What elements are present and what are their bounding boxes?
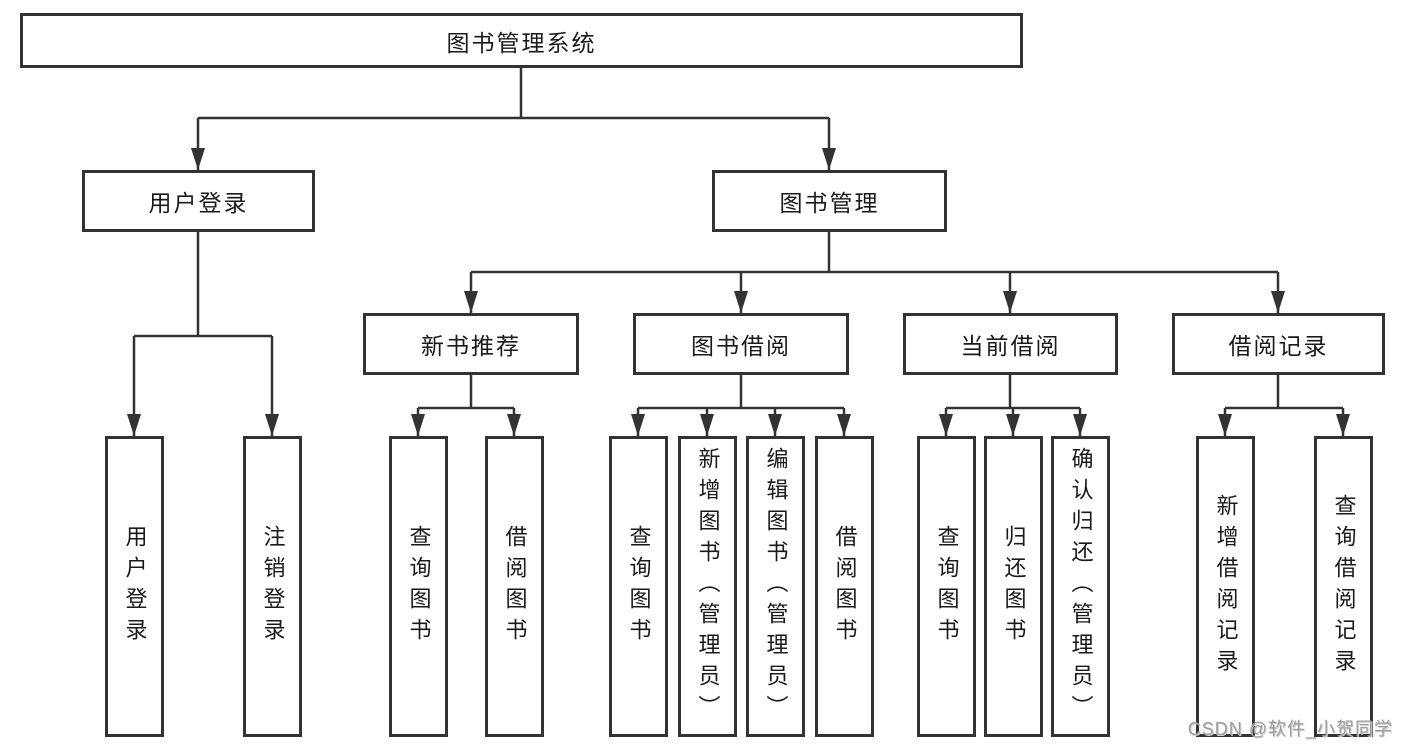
leaf-label: 借阅图书 (832, 524, 858, 649)
leaf-label: 新增图书（管理员） (695, 447, 721, 726)
leaf-label: 归还图书 (1001, 524, 1027, 649)
connector-borrow-to-leaves (636, 375, 846, 436)
leaf-label: 借阅图书 (502, 524, 528, 649)
leaf-label: 用户登录 (122, 524, 148, 649)
node-leaf-borrow-book: 借阅图书 (815, 436, 874, 737)
node-leaf-edit-book-admin: 编辑图书（管理员） (746, 436, 805, 737)
leaf-label: 查询借阅记录 (1331, 493, 1357, 680)
node-leaf-add-borrow-record: 新增借阅记录 (1196, 436, 1255, 737)
node-borrow-records: 借阅记录 (1172, 313, 1385, 375)
node-leaf-logout: 注销登录 (243, 436, 302, 737)
arrowhead-icons (127, 148, 1350, 436)
node-book-borrow: 图书借阅 (633, 313, 849, 375)
node-user-login: 用户登录 (82, 170, 315, 232)
node-system-root: 图书管理系统 (20, 13, 1023, 68)
node-leaf-add-book-admin: 新增图书（管理员） (678, 436, 737, 737)
node-book-management: 图书管理 (712, 170, 947, 232)
leaf-label: 查询图书 (626, 524, 652, 649)
connector-login-to-leaves (132, 232, 274, 436)
connector-bookmgmt-to-level3 (469, 232, 1280, 313)
node-leaf-query-book-recommend: 查询图书 (389, 436, 448, 737)
connector-root-to-level2 (196, 68, 831, 170)
leaf-label: 查询图书 (934, 524, 960, 649)
node-leaf-borrow-book-recommend: 借阅图书 (485, 436, 544, 737)
connector-recommend-to-leaves (416, 375, 516, 436)
node-leaf-query-book-current: 查询图书 (917, 436, 976, 737)
node-leaf-user-login: 用户登录 (105, 436, 164, 737)
leaf-label: 确认归还（管理员） (1068, 447, 1094, 726)
node-leaf-return-book: 归还图书 (984, 436, 1043, 737)
node-current-borrow: 当前借阅 (903, 313, 1118, 375)
leaf-label: 编辑图书（管理员） (763, 447, 789, 726)
connector-records-to-leaves (1223, 375, 1345, 436)
node-new-book-recommend: 新书推荐 (363, 313, 579, 375)
node-leaf-query-borrow-record: 查询借阅记录 (1314, 436, 1373, 737)
node-leaf-confirm-return-admin: 确认归还（管理员） (1051, 436, 1110, 737)
csdn-watermark: CSDN @软件_小贺同学 (1187, 719, 1393, 739)
node-leaf-query-book-borrow: 查询图书 (609, 436, 668, 737)
leaf-label: 注销登录 (260, 524, 286, 649)
leaf-label: 新增借阅记录 (1213, 493, 1239, 680)
leaf-label: 查询图书 (406, 524, 432, 649)
